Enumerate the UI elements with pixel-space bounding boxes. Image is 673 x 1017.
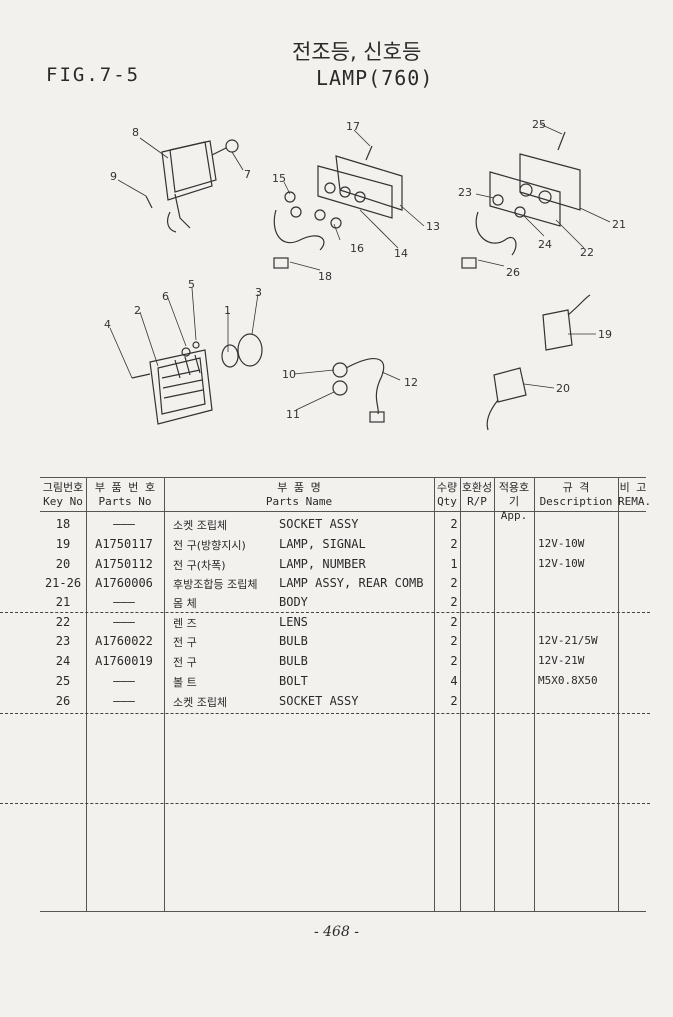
callout-3: 3 bbox=[255, 286, 262, 299]
socket-assy-drawing bbox=[332, 358, 385, 423]
page-title-english: LAMP(760) bbox=[316, 66, 434, 90]
callout-1: 1 bbox=[224, 304, 231, 317]
callout-22: 22 bbox=[580, 246, 594, 259]
flasher-unit-drawing bbox=[486, 294, 591, 431]
callout-18: 18 bbox=[318, 270, 332, 283]
dashed-separator bbox=[0, 612, 650, 613]
callout-2: 2 bbox=[134, 304, 141, 317]
figure-label: FIG.7-5 bbox=[46, 64, 141, 86]
rear-combination-lamp-drawing bbox=[461, 131, 581, 269]
callout-15: 15 bbox=[272, 172, 286, 185]
callout-7: 7 bbox=[244, 168, 251, 181]
callout-23: 23 bbox=[458, 186, 472, 199]
callout-4: 4 bbox=[104, 318, 111, 331]
callout-13: 13 bbox=[426, 220, 440, 233]
callout-24: 24 bbox=[538, 238, 552, 251]
callout-21: 21 bbox=[612, 218, 626, 231]
page-number: - 468 - bbox=[313, 924, 360, 940]
callout-26: 26 bbox=[506, 266, 520, 279]
rear-plate-lamp-drawing bbox=[273, 145, 403, 269]
callout-10: 10 bbox=[282, 368, 296, 381]
callout-5: 5 bbox=[188, 278, 195, 291]
callout-6: 6 bbox=[162, 290, 169, 303]
callout-25: 25 bbox=[532, 118, 546, 131]
page-title-korean: 전조등, 신호등 bbox=[292, 40, 422, 64]
work-lamp-drawing bbox=[131, 333, 263, 425]
dashed-separator bbox=[0, 713, 650, 714]
callout-16: 16 bbox=[350, 242, 364, 255]
callout-8: 8 bbox=[132, 126, 139, 139]
head-lamp-drawing bbox=[145, 139, 239, 233]
callout-20: 20 bbox=[556, 382, 570, 395]
callout-17: 17 bbox=[346, 120, 360, 133]
callout-19: 19 bbox=[598, 328, 612, 341]
callout-11: 11 bbox=[286, 408, 300, 421]
exploded-parts-diagram: 8 7 9 17 15 16 14 13 18 25 23 21 22 24 2… bbox=[104, 118, 626, 431]
callout-12: 12 bbox=[404, 376, 418, 389]
dashed-separator bbox=[0, 803, 650, 804]
callout-9: 9 bbox=[110, 170, 117, 183]
callout-14: 14 bbox=[394, 247, 408, 260]
